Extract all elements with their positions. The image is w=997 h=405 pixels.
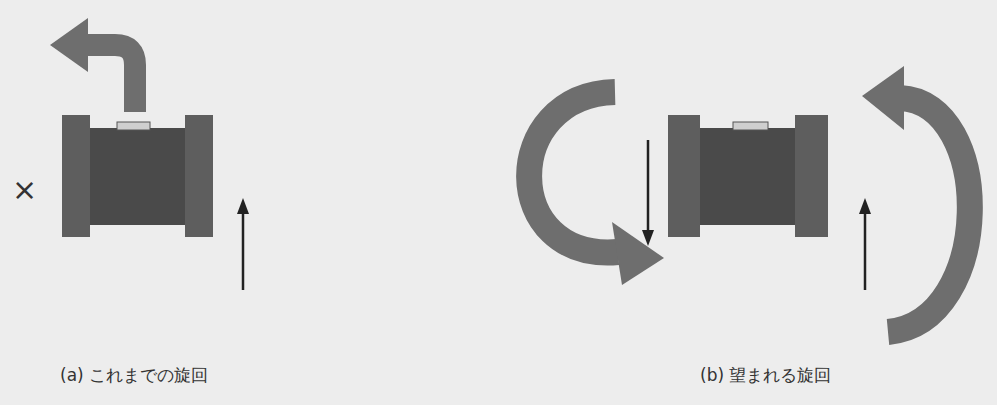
cross-mark: ×: [12, 172, 37, 207]
robot-b: [668, 115, 828, 237]
robot-a: [62, 115, 213, 237]
track-arrow-b-left: [642, 140, 654, 246]
caption-a: (a) これまでの旋回: [60, 364, 208, 387]
turn-arrow-b-left: [529, 92, 664, 285]
track-arrow-a: [237, 198, 249, 290]
turn-arrow-a: [50, 18, 135, 112]
track-arrow-b-right: [859, 198, 871, 290]
turn-arrow-b-right: [862, 66, 970, 332]
caption-b: (b) 望まれる旋回: [700, 364, 831, 387]
